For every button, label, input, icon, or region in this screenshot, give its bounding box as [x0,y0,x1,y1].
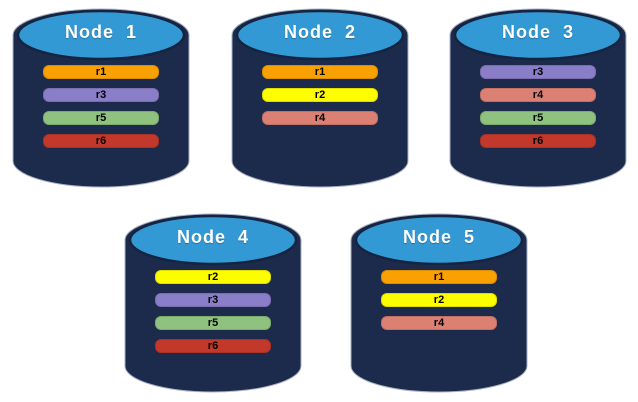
replica-bar: r4 [381,316,497,330]
node-title: Node 5 [402,227,475,247]
replica-bar: r2 [381,293,497,307]
database-node-2: Node 2 r1 r2 r4 [231,4,409,192]
replica-bar: r1 [43,65,159,79]
replica-bar: r5 [480,111,596,125]
replica-bar: r1 [381,270,497,284]
replica-list: r2 r3 r5 r6 [155,270,271,362]
replica-bar: r4 [480,88,596,102]
replica-list: r1 r3 r5 r6 [43,65,159,157]
replica-list: r1 r2 r4 [381,270,497,339]
database-node-1: Node 1 r1 r3 r5 r6 [12,4,190,192]
replica-bar: r5 [155,316,271,330]
cylinder-top [354,214,524,266]
database-node-4: Node 4 r2 r3 r5 r6 [124,209,302,397]
database-node-3: Node 3 r3 r4 r5 r6 [449,4,627,192]
replica-bar: r1 [262,65,378,79]
replica-bar: r6 [43,134,159,148]
cylinder-top [128,214,298,266]
replica-bar: r2 [155,270,271,284]
replica-bar: r6 [155,339,271,353]
node-title: Node 1 [64,22,137,42]
replica-bar: r2 [262,88,378,102]
replica-bar: r3 [155,293,271,307]
database-node-5: Node 5 r1 r2 r4 [350,209,528,397]
replica-bar: r3 [43,88,159,102]
replica-list: r3 r4 r5 r6 [480,65,596,157]
replica-bar: r4 [262,111,378,125]
cylinder-top [235,9,405,61]
cylinder-top [16,9,186,61]
node-title: Node 4 [176,227,249,247]
node-title: Node 2 [283,22,356,42]
replica-bar: r3 [480,65,596,79]
node-title: Node 3 [501,22,574,42]
replica-list: r1 r2 r4 [262,65,378,134]
replica-bar: r5 [43,111,159,125]
replica-bar: r6 [480,134,596,148]
cylinder-top [453,9,623,61]
